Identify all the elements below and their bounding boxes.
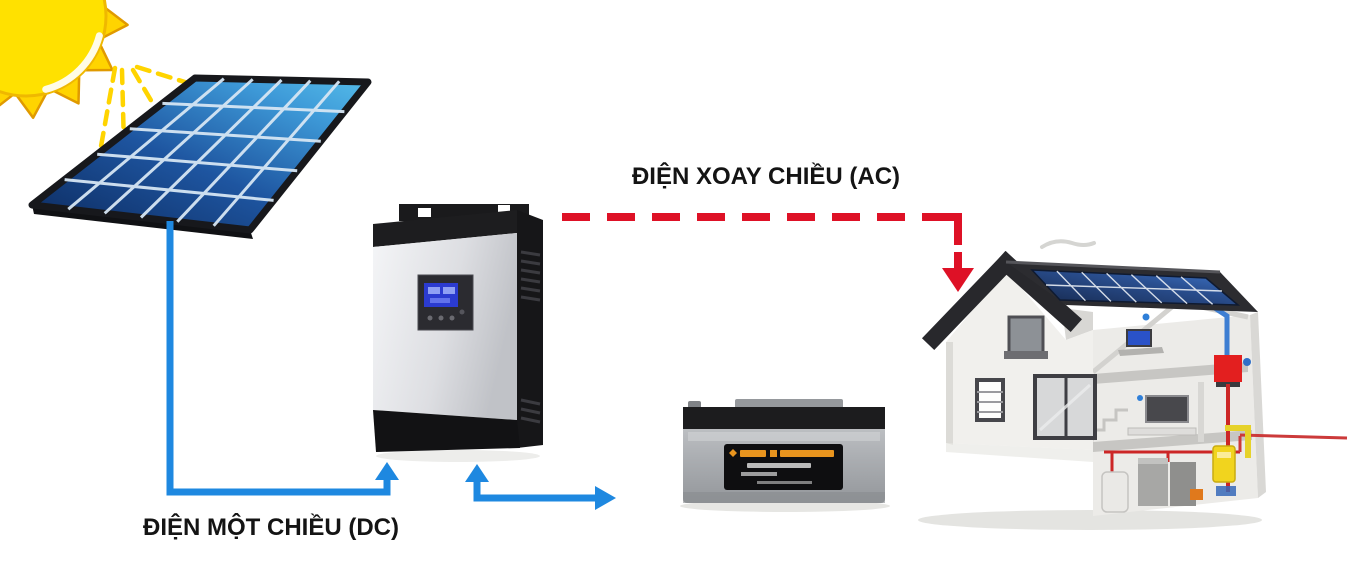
dc-flow-line-panel-to-inverter [166,221,399,496]
ac-line-label: ĐIỆN XOAY CHIỀU (AC) [631,163,901,190]
dc-flow-line-inverter-to-battery [465,464,616,510]
dc-line-label: ĐIỆN MỘT CHIỀU (DC) [143,514,399,541]
ac-flow-line-inverter-to-house [562,213,974,292]
sun-icon [0,0,129,120]
inverter-illustration [373,204,543,462]
battery-illustration [680,399,890,512]
house-illustration [918,239,1348,530]
solar-panel-illustration [28,74,372,239]
